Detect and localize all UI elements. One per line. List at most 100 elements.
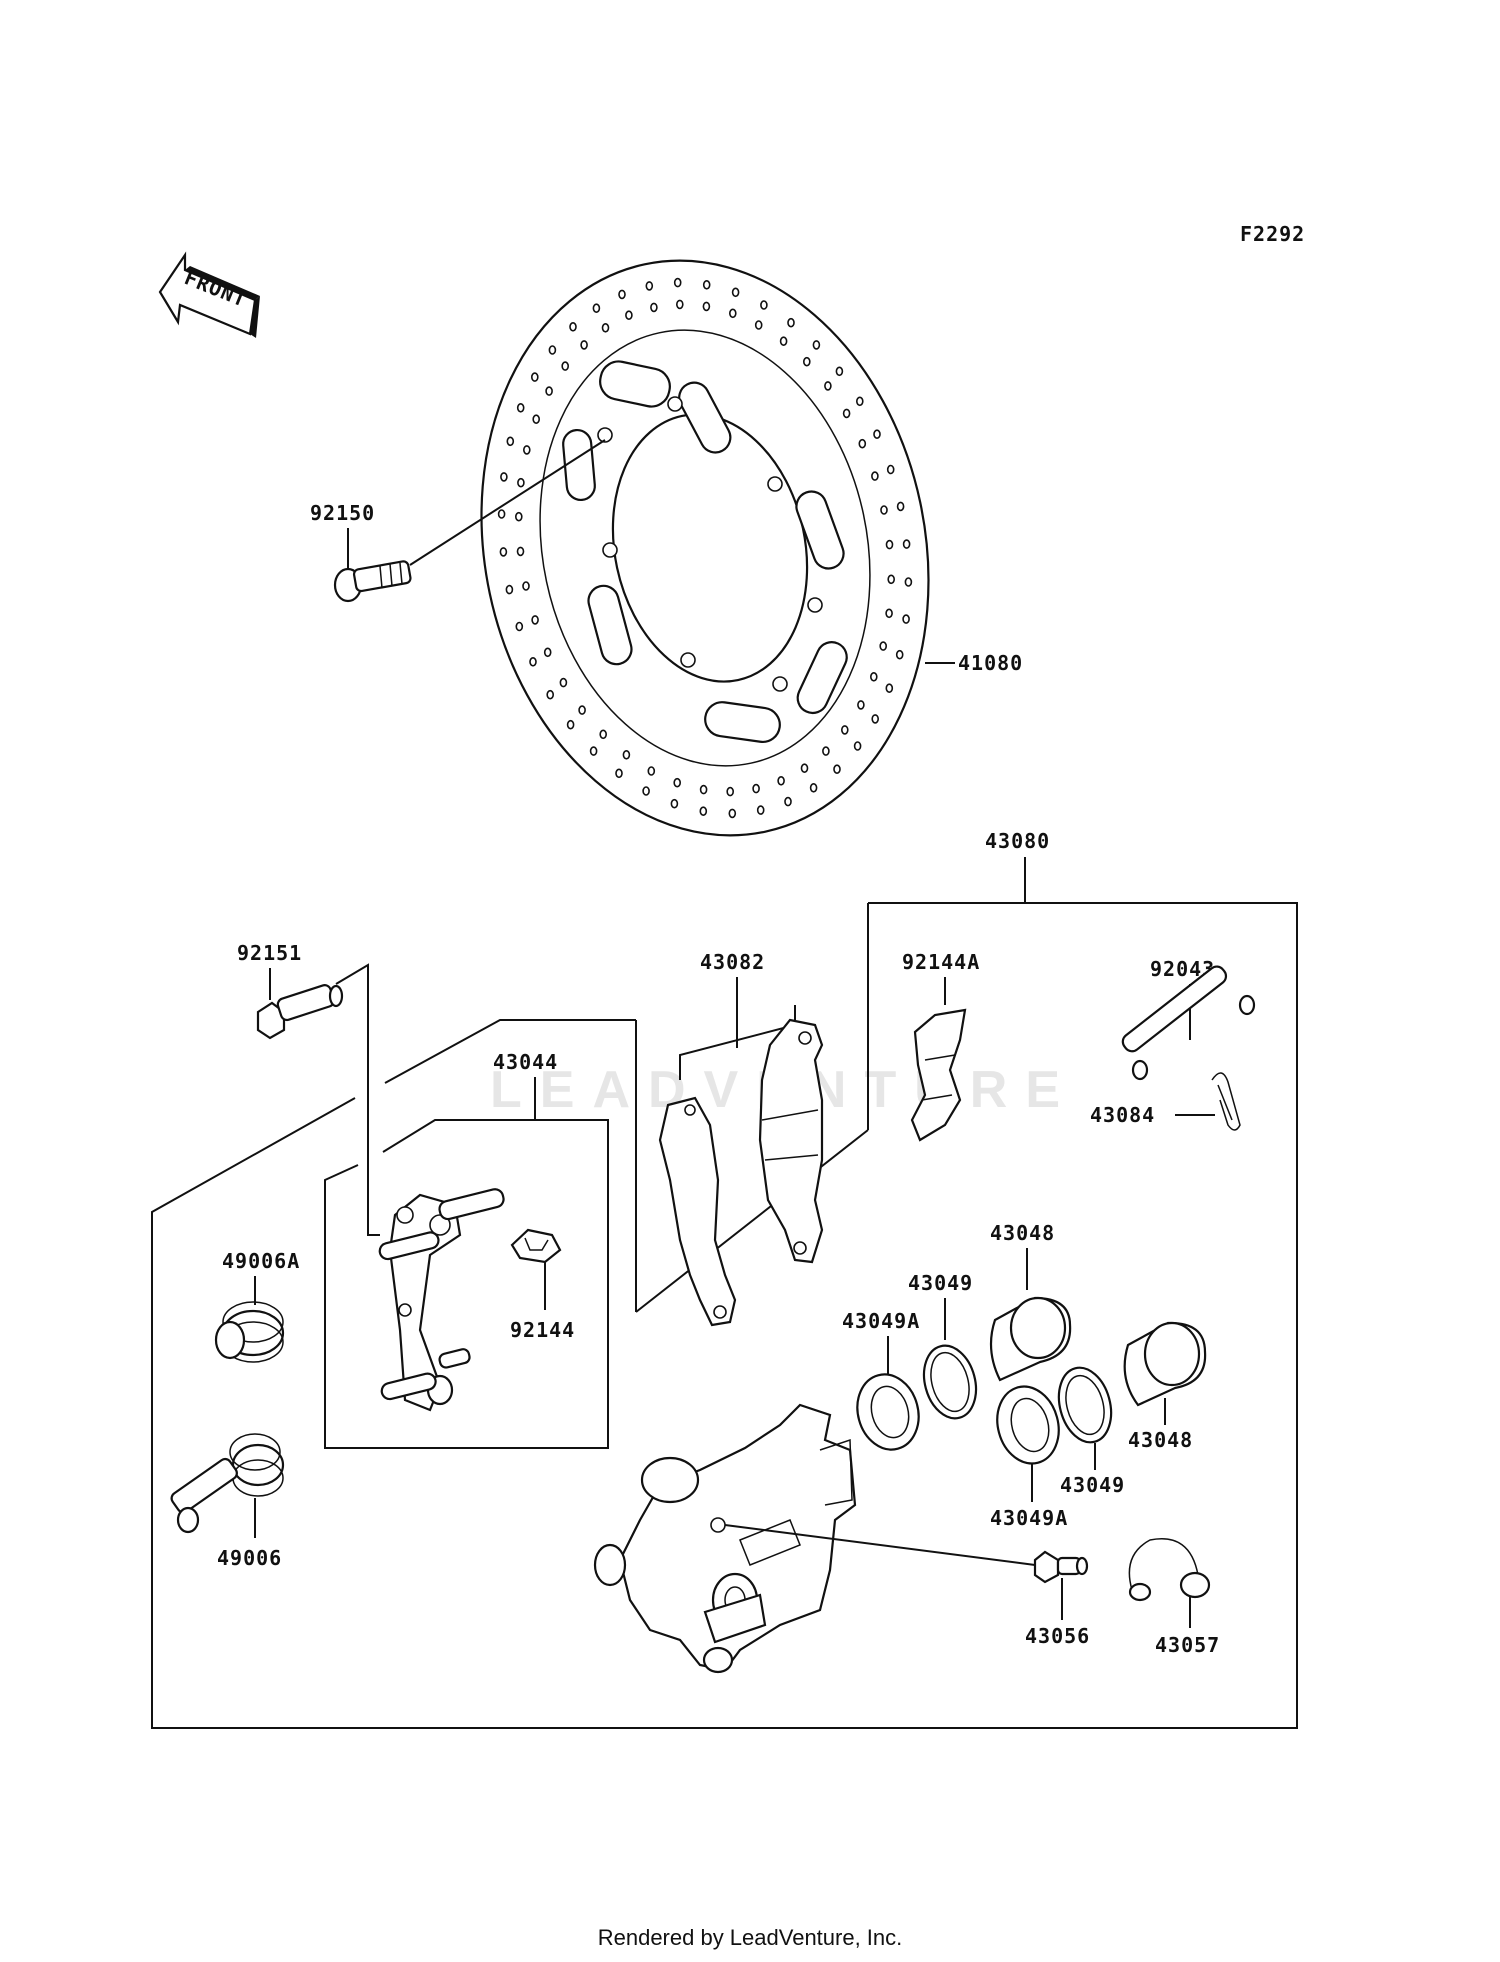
caliper-bracket — [378, 1188, 505, 1412]
disc-drill-hole — [842, 408, 851, 419]
pad-pin — [1121, 965, 1256, 1081]
disc-drill-hole — [756, 805, 765, 815]
piston-right — [1123, 1321, 1207, 1407]
disc-drill-hole — [840, 725, 849, 735]
disc-drill-hole — [559, 677, 568, 688]
dust-seal-left — [856, 1373, 920, 1451]
label-43049-top: 43049 — [908, 1271, 973, 1295]
disc-drill-hole — [702, 279, 711, 290]
disc-drill-hole — [835, 366, 844, 377]
disc-drill-hole — [529, 656, 537, 667]
disc-drill-hole — [787, 317, 795, 328]
piston-seal-top — [922, 1344, 978, 1420]
disc-drill-hole — [699, 806, 708, 817]
disc-drill-hole — [499, 547, 508, 557]
disc-drill-hole — [822, 746, 830, 756]
disc-drill-hole — [885, 683, 894, 694]
disc-drill-hole — [647, 766, 656, 776]
disc-drill-hole — [580, 340, 588, 350]
disc-drill-hole — [673, 777, 682, 788]
disc-drill-hole — [645, 281, 654, 291]
disc-drill-hole — [601, 322, 610, 333]
disc-drill-hole — [754, 320, 763, 330]
piston-seal-bottom — [1057, 1366, 1113, 1444]
front-arrow-icon: FRONT — [158, 251, 260, 338]
label-43048-right: 43048 — [1128, 1428, 1193, 1452]
disc-drill-hole — [760, 300, 768, 310]
disc-drill-hole — [879, 641, 888, 651]
disc-drill-hole — [887, 574, 896, 585]
disc-drill-hole — [857, 700, 865, 710]
disc-drill-hole — [869, 671, 878, 682]
disc-drill-hole — [885, 608, 893, 619]
label-43044: 43044 — [493, 1050, 558, 1074]
disc-drill-hole — [543, 647, 552, 658]
disc-drill-hole — [589, 746, 598, 756]
disc-drill-hole — [853, 741, 862, 751]
disc-drill-hole — [902, 539, 911, 549]
disc-drill-hole — [904, 577, 913, 587]
disc-drill-hole — [622, 749, 631, 760]
disc-drill-hole — [855, 396, 864, 407]
label-49006: 49006 — [217, 1546, 282, 1570]
disc-drill-hole — [642, 786, 650, 796]
label-43049A-bottom: 43049A — [990, 1506, 1068, 1530]
disc-drill-hole — [873, 429, 881, 440]
disc-drill-hole — [497, 509, 506, 519]
disc-drill-hole — [726, 786, 735, 797]
figure-code: F2292 — [1240, 222, 1305, 246]
disc-drill-hole — [569, 321, 577, 332]
label-43049A-left: 43049A — [842, 1309, 920, 1333]
brake-disc — [480, 259, 930, 837]
label-43082: 43082 — [700, 950, 765, 974]
disc-drill-hole — [650, 302, 658, 313]
label-43048-top: 43048 — [990, 1221, 1055, 1245]
disc-drill-hole — [886, 464, 895, 475]
label-92151: 92151 — [237, 941, 302, 965]
disc-drill-hole — [625, 310, 633, 321]
bleeder-valve — [1033, 1550, 1089, 1584]
disc-drill-hole — [566, 719, 575, 730]
disc-drill-hole — [880, 505, 888, 515]
pin-bolt — [256, 984, 344, 1040]
disc-bolt — [333, 560, 412, 603]
disc-drill-hole — [728, 308, 737, 319]
disc-drill-hole — [531, 615, 539, 625]
disc-drill-hole — [500, 472, 508, 482]
disc-drill-hole — [530, 372, 539, 382]
disc-drill-hole — [517, 477, 525, 488]
disc-drill-hole — [548, 345, 557, 355]
dust-seal-bottom — [996, 1385, 1060, 1465]
disc-drill-hole — [516, 402, 525, 413]
piston-top — [989, 1296, 1072, 1382]
label-43084: 43084 — [1090, 1103, 1155, 1127]
disc-drill-hole — [895, 649, 904, 660]
disc-drill-hole — [545, 386, 553, 396]
disc-drill-hole — [532, 414, 541, 425]
brake-pad-left — [658, 1096, 737, 1327]
footer-credit: Rendered by LeadVenture, Inc. — [597, 1925, 903, 1950]
disc-drill-hole — [699, 784, 708, 795]
disc-drill-hole — [871, 471, 879, 481]
label-43057: 43057 — [1155, 1633, 1220, 1657]
disc-drill-hole — [514, 511, 523, 522]
brake-pad-right — [758, 1018, 824, 1264]
disc-drill-hole — [516, 546, 525, 557]
disc-drill-hole — [561, 361, 570, 371]
label-49006A: 49006A — [222, 1249, 300, 1273]
label-43080: 43080 — [985, 829, 1050, 853]
label-41080: 41080 — [958, 651, 1023, 675]
disc-drill-hole — [752, 783, 760, 794]
disc-drill-hole — [522, 445, 531, 455]
disc-drill-hole — [885, 539, 894, 550]
disc-drill-hole — [731, 287, 740, 298]
disc-drill-hole — [896, 501, 905, 512]
label-43056: 43056 — [1025, 1624, 1090, 1648]
pad-spring — [910, 1008, 967, 1142]
label-43049-bottom: 43049 — [1060, 1473, 1125, 1497]
disc-drill-hole — [784, 796, 792, 807]
disc-drill-hole — [670, 798, 679, 809]
disc-drill-hole — [812, 340, 821, 350]
disc-drill-hole — [777, 775, 785, 786]
